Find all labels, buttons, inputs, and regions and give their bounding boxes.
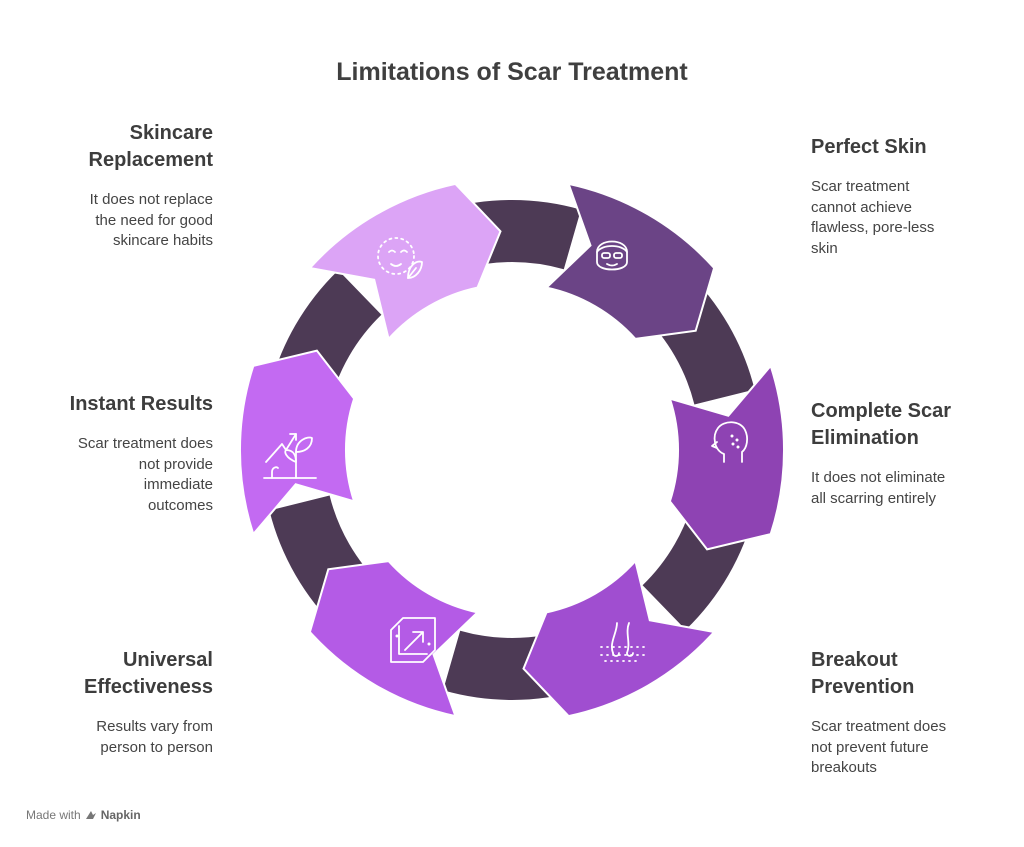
footer-prefix: Made with — [26, 808, 81, 822]
hair-follicle-icon — [600, 622, 646, 662]
cycle-segment-4 — [308, 560, 480, 718]
label-title: Skincare Replacement — [88, 122, 214, 171]
face-icon — [596, 240, 628, 271]
cycle-segment-6 — [307, 182, 502, 341]
cycle-segment-1 — [544, 182, 716, 340]
label-title: Perfect Skin — [811, 136, 927, 158]
label-title: Complete Scar Elimination — [811, 400, 952, 449]
label-title: Instant Results — [69, 393, 213, 415]
cycle-segment-2 — [668, 363, 785, 551]
label-description: Scar treatment does not provide immediat… — [77, 435, 213, 514]
label-title: Universal Effectiveness — [84, 649, 213, 698]
label-breakout-prevention: Breakout Prevention Scar treatment does … — [811, 647, 986, 779]
cycle-segment-5 — [239, 349, 356, 537]
label-title: Breakout Prevention — [811, 649, 915, 698]
page-title: Limitations of Scar Treatment — [336, 58, 688, 86]
label-description: Results vary from person to person — [96, 718, 213, 756]
label-description: Scar treatment cannot achieve flawless, … — [811, 178, 935, 257]
label-universal-effectiveness: Universal Effectiveness Results vary fro… — [38, 647, 213, 758]
made-with-footer: Made with Napkin — [26, 808, 141, 822]
head-profile-icon — [711, 421, 749, 463]
label-perfect-skin: Perfect Skin Scar treatment cannot achie… — [811, 134, 986, 259]
napkin-logo-icon — [85, 811, 96, 819]
cycle-segment-3 — [522, 559, 717, 718]
footer-brand: Napkin — [100, 808, 141, 822]
expand-arrow-icon — [390, 617, 436, 663]
label-description: It does not eliminate all scarring entir… — [811, 469, 946, 507]
growing-plant-icon — [263, 433, 317, 479]
label-description: It does not replace the need for good sk… — [89, 191, 213, 249]
label-instant-results: Instant Results Scar treatment does not … — [38, 391, 213, 516]
segment-icons — [263, 237, 749, 663]
label-description: Scar treatment does not prevent future b… — [811, 718, 947, 776]
arrow-segments — [239, 182, 785, 718]
face-leaf-icon — [377, 237, 423, 279]
label-complete-scar-elimination: Complete Scar Elimination It does not el… — [811, 398, 986, 509]
label-skincare-replacement: Skincare Replacement It does not replace… — [38, 120, 214, 252]
